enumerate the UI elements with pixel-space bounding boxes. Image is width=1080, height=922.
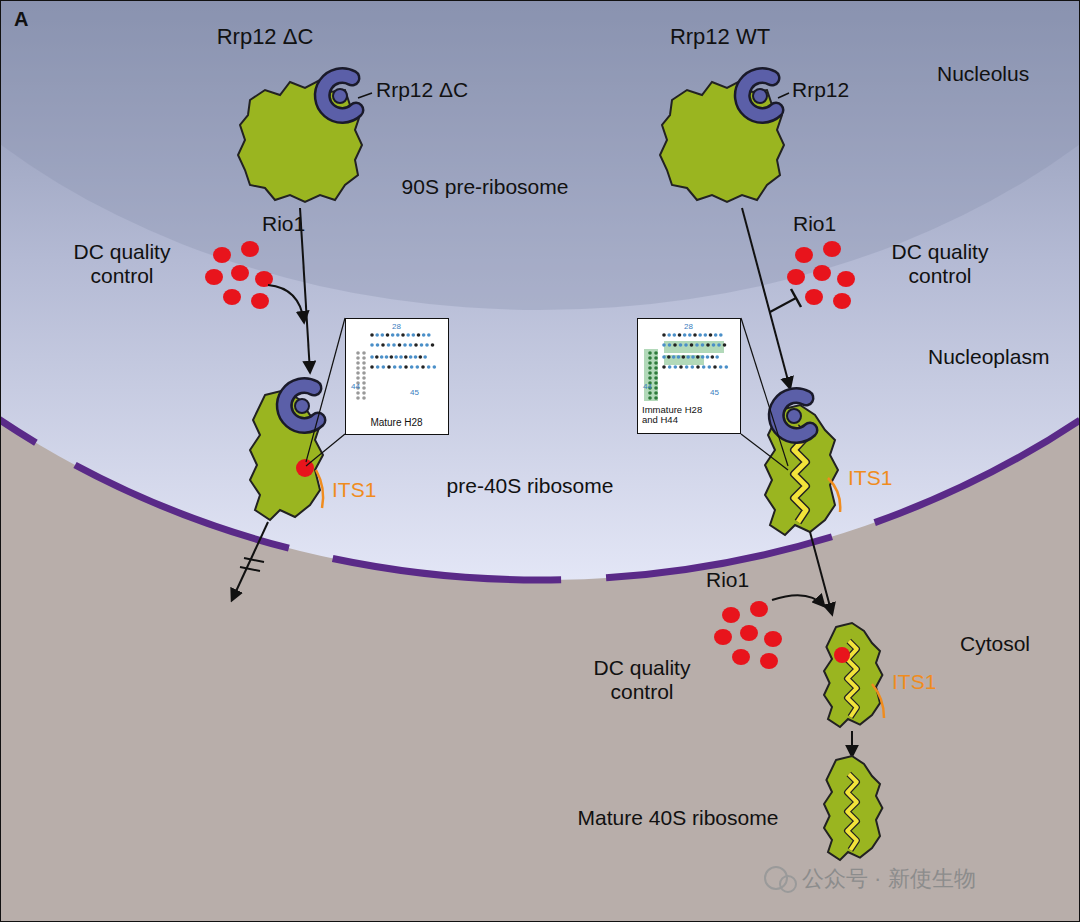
structure-inset: 28 44 45Mature H28 [345,318,449,435]
diagram-label: Mature 40S ribosome [578,806,779,830]
diagram-label: Rrp12 [792,78,849,102]
rna-structure [346,319,447,432]
diagram-label: Rio1 [793,212,836,236]
diagram-label: 90S pre-ribosome [402,175,569,199]
helix-number: 28 [684,323,693,332]
diagram-label: ITS1 [892,670,936,694]
diagram-label: Rio1 [262,212,305,236]
helix-number: 28 [392,323,401,332]
structure-inset: 28 44 45Immature H28 and H44 [637,318,741,434]
diagram-label: DC quality control [572,656,712,704]
diagram-label: Nucleolus [937,62,1029,86]
diagram-label: ITS1 [332,478,376,502]
diagram-label: Rrp12 ΔC [376,78,468,102]
diagram-label: Rrp12 ΔC [217,24,314,49]
diagram-label: Cytosol [960,632,1030,656]
diagram-label: Rrp12 WT [670,24,770,49]
inset-caption: Mature H28 [370,417,422,428]
diagram-label: pre-40S ribosome [447,474,614,498]
diagram-label: DC quality control [870,240,1010,288]
helix-number: 44 [643,383,652,392]
watermark: 公众号 · 新使生物 [802,866,976,891]
helix-number: 45 [710,389,719,398]
inset-caption: Immature H28 and H44 [642,405,708,426]
helix-number: 45 [410,389,419,398]
helix-number: 44 [351,383,360,392]
diagram-label: Rio1 [706,568,749,592]
diagram-label: Nucleoplasm [928,345,1049,369]
diagram-label: ITS1 [848,466,892,490]
diagram-label: DC quality control [52,240,192,288]
panel-letter: A [14,8,28,31]
